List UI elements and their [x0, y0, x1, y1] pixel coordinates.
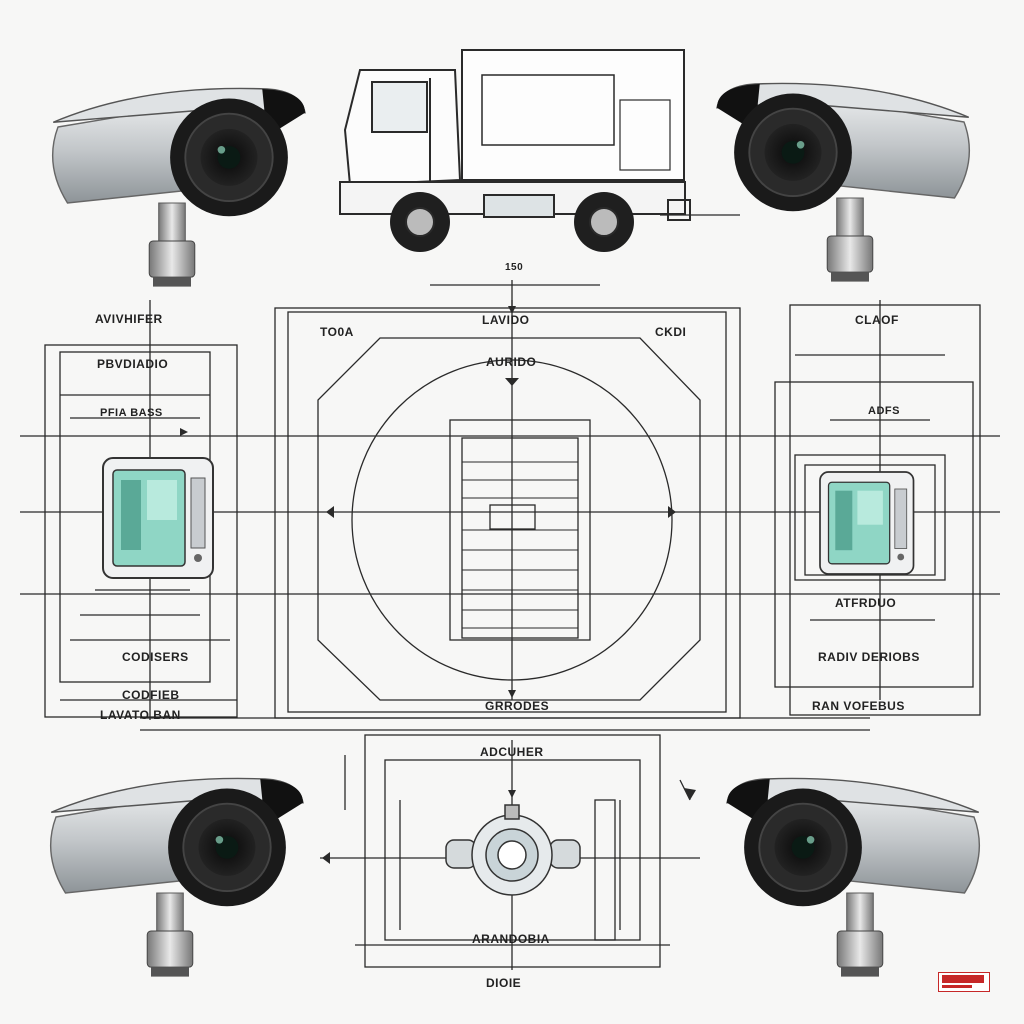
blueprint-lines — [20, 280, 1000, 970]
control-panel-icon — [819, 471, 915, 575]
left-bottom-label-1: CODISERS — [122, 650, 189, 664]
footer-label: DIOIE — [486, 976, 522, 990]
security-camera-icon — [49, 777, 304, 978]
center-bottom-label: GRRODES — [485, 699, 550, 713]
left-bottom-label-2: CODFIEB — [122, 688, 180, 702]
left-camera-label: AVIVHIFER — [95, 312, 163, 326]
left-header-label: TO0A — [320, 325, 354, 339]
control-panel-icon — [102, 457, 214, 579]
right-bottom-label-2: RAN VOFEBUS — [812, 699, 905, 713]
arrow-icons — [180, 306, 696, 864]
right-top-label: CLAOF — [855, 313, 899, 327]
right-mid-label: ATFRDUO — [835, 596, 897, 610]
security-camera-icon — [51, 87, 306, 288]
right-bottom-label-1: RADIV DERIOBS — [818, 650, 920, 664]
left-sub-label-2: PFIA BASS — [100, 407, 163, 419]
top-dimension-label: 150 — [505, 262, 524, 273]
right-sub-label: ADFS — [868, 405, 900, 417]
stamp-icon — [938, 972, 990, 992]
lower-header-label: ADCUHER — [480, 745, 544, 759]
security-camera-icon — [726, 777, 981, 978]
left-bottom-label-3: LAVATO BAN — [100, 708, 181, 722]
camera-mount-icon — [445, 804, 581, 896]
center-header-label: LAVIDO — [482, 313, 530, 327]
lower-sub-label: ARANDOBIA — [472, 932, 550, 946]
security-camera-icon — [716, 82, 971, 283]
center-sub-label: AURIDO — [486, 355, 537, 369]
left-sub-label-1: PBVDIADIO — [97, 357, 169, 371]
right-header-label: CKDI — [655, 325, 687, 339]
truck-icon — [339, 49, 740, 252]
